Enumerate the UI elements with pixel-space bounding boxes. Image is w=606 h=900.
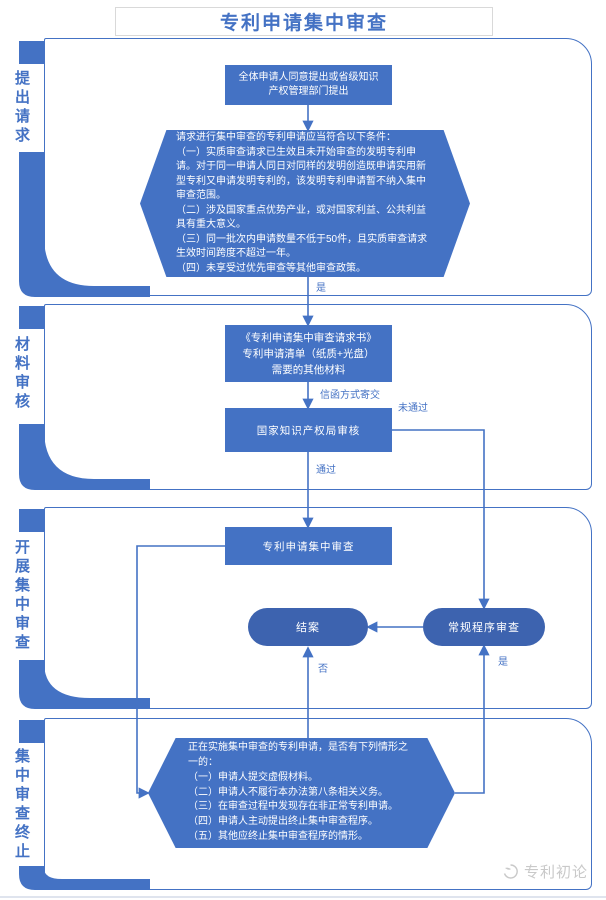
termination-line: （五）其他应终止集中审查程序的情形。 <box>188 831 368 842</box>
start-node: 全体申请人同意提出或省级知识产权管理部门提出 <box>225 65 392 105</box>
section-bar-4 <box>19 866 150 890</box>
eligibility-decision-node: 请求进行集中审查的专利申请应当符合以下条件： （一）实质审查请求已生效且未开始审… <box>140 130 470 277</box>
connector-central-to-termination <box>136 545 225 799</box>
section-marker-2 <box>19 306 44 329</box>
edge-label-yes: 是 <box>316 283 326 294</box>
section-bar-1 <box>19 152 150 297</box>
edge-label-yes-2: 是 <box>498 657 508 668</box>
close-case-node: 结案 <box>248 608 368 646</box>
termination-line: （一）申请人提交虚假材料。 <box>188 771 318 783</box>
regular-exam-node: 常规程序审查 <box>423 608 545 646</box>
page-bottom-edge <box>0 896 606 898</box>
section-termination <box>44 718 592 890</box>
section-label-submit-request: 提出请求 <box>13 70 30 146</box>
edge-label-pass: 通过 <box>316 465 336 476</box>
cnipa-review-node: 国家知识产权局审核 <box>225 408 392 452</box>
eligibility-line: （一）实质审查请求已生效且未开始审查的发明专利申请。对于同一申请人同日对同样的发… <box>176 146 426 202</box>
materials-line: 需要的其他材料 <box>271 363 346 376</box>
eligibility-line: （三）同一批次内申请数量不低于50件，且实质审查请求生效时间跨度不超过一年。 <box>176 233 428 260</box>
section-label-material-review: 材料审核 <box>13 336 30 412</box>
section-conduct-exam <box>44 507 592 709</box>
materials-line: 《专利申请集中审查请求书》 <box>240 331 377 344</box>
termination-line: （四）申请人主动提出终止集中审查程序。 <box>188 816 378 828</box>
edge-label-mail: 信函方式寄交 <box>320 390 380 401</box>
brand-watermark: 专利初论 <box>501 861 588 882</box>
section-label-conduct-exam: 开展集中审查 <box>13 539 30 653</box>
termination-decision-node: 正在实施集中审查的专利申请，是否有下列情形之一的： （一）申请人提交虚假材料。 … <box>148 738 455 848</box>
termination-line: （二）申请人不履行本办法第八条相关义务。 <box>188 786 388 798</box>
page-title: 专利申请集中审查 <box>115 7 493 36</box>
section-marker-1 <box>19 41 44 64</box>
eligibility-line: （四）未享受过优先审查等其他审查政策。 <box>176 262 366 274</box>
section-bar-3 <box>19 660 150 709</box>
section-submit-request <box>44 38 592 296</box>
section-bar-2 <box>19 424 150 490</box>
materials-line: 专利申请清单（纸质+光盘） <box>242 347 375 360</box>
brand-logo-icon <box>503 864 518 879</box>
brand-watermark-text: 专利初论 <box>523 864 588 881</box>
eligibility-line: 请求进行集中审查的专利申请应当符合以下条件： <box>176 132 396 143</box>
edge-label-fail: 未通过 <box>398 403 428 414</box>
section-label-termination: 集中审查终止 <box>13 748 30 862</box>
section-material-review <box>44 304 592 490</box>
materials-node: 《专利申请集中审查请求书》 专利申请清单（纸质+光盘） 需要的其他材料 <box>225 325 392 382</box>
central-exam-node: 专利申请集中审查 <box>225 527 392 565</box>
edge-label-no: 否 <box>318 664 328 675</box>
termination-line: （三）在审查过程中发现存在非正常专利申请。 <box>188 801 398 813</box>
section-marker-3 <box>19 509 44 532</box>
connector-cnipa-fail-to-regular <box>392 429 490 610</box>
eligibility-line: （二）涉及国家重点优势产业，或对国家利益、公共利益具有重大意义。 <box>176 204 426 231</box>
termination-line: 正在实施集中审查的专利申请，是否有下列情形之一的： <box>188 742 408 769</box>
connector-termination-yes-to-regular <box>455 644 490 794</box>
section-marker-4 <box>19 720 44 743</box>
